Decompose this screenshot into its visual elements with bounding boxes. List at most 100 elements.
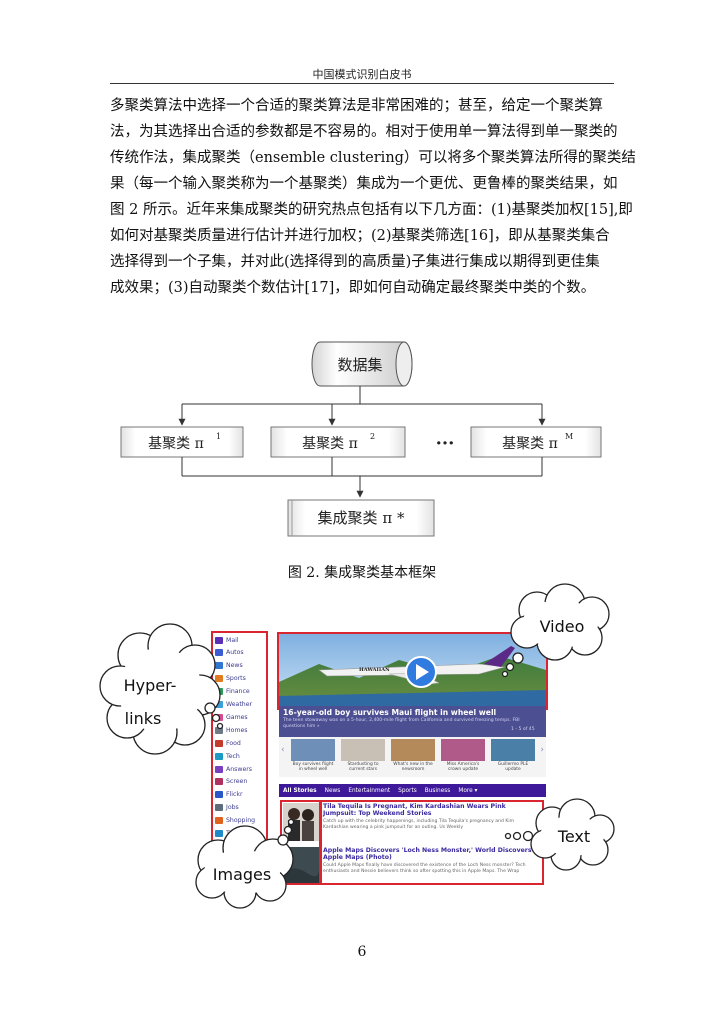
tab-all-stories[interactable]: All Stories [283,787,317,794]
base-cluster-2: 基聚类 π 2 [270,426,406,458]
nav-item-tech[interactable]: Tech [215,750,240,762]
tech-icon [215,752,223,760]
hyperlinks-cloud [99,623,224,755]
images-cloud-label: Images [213,865,271,884]
thumbnail-caption[interactable]: Guillermo PLE update [497,762,529,772]
base-cluster-1: 基聚类 π 1 [120,426,244,458]
dataset-node: 数据集 [311,341,413,387]
base-cluster-superscript: M [565,432,573,441]
base-cluster-label: 基聚类 π [148,435,204,452]
nav-item-weather[interactable]: Weather [215,699,252,711]
nav-item-label: Homes [226,726,248,734]
story-headline[interactable]: Tila Tequila Is Pregnant, Kim Kardashian… [323,803,506,817]
video-cloud [501,583,610,678]
text-cloud [504,798,615,871]
thumbnail-image[interactable] [441,739,485,761]
next-arrow-icon[interactable]: › [540,745,544,755]
thumbnail-image[interactable] [341,739,385,761]
thumbnail-caption[interactable]: Stardusting to current stars [347,762,379,772]
nav-item-autos[interactable]: Autos [215,647,244,659]
annotation-clouds: Video Hyper- links Text Images [99,583,615,909]
paragraph-line: 法，为其选择出合适的参数都是不容易的。相对于使用单一算法得到单一聚类的 [110,124,618,140]
story-summary: Catch up with the celebrity happenings, … [323,819,515,830]
hero-caption-band [279,706,546,738]
hero-video-thumbnail: HAWAIIAN [279,634,546,709]
nav-item-label: Screen [226,778,248,786]
ellipsis: ··· [436,433,455,454]
dataset-label: 数据集 [337,356,382,374]
header-rule [110,83,614,84]
nav-item-jobs[interactable]: Jobs [215,802,239,814]
nav-item-screen[interactable]: Screen [215,776,247,788]
nav-item-shopping[interactable]: Shopping [215,815,255,827]
tab-entertainment[interactable]: Entertainment [348,787,391,794]
tab-business[interactable]: Business [424,787,451,794]
base-cluster-superscript: 2 [370,432,375,441]
nav-item-flickr[interactable]: Flickr [215,789,243,801]
ensemble-clustering-diagram: 数据集 基聚类 π 1 基聚类 π 2 ··· 基聚类 π M 集成聚类 π * [120,341,602,537]
thumbnail-caption[interactable]: What's new in the newsroom [393,762,433,772]
figure-caption: 图 2. 集成聚类基本框架 [287,565,437,581]
paragraph-line: 如何对基聚类质量进行估计并进行加权；(2)基聚类筛选[16]，即从基聚类集合 [110,228,610,244]
nav-item-label: Games [226,713,248,721]
paragraph-line: 图 2 所示。近年来集成聚类的研究热点包括有以下几方面：(1)基聚类加权[15]… [110,202,633,218]
thumbnail-caption[interactable]: Miss America's crown update [446,762,480,772]
images-cloud [195,818,295,909]
answers-icon [215,765,223,773]
nav-item-sports[interactable]: Sports [215,673,246,685]
ensemble-label: 集成聚类 π * [318,509,405,527]
jobs-icon [215,804,223,812]
text-cloud-label: Text [557,827,590,846]
thumbnail-image[interactable] [491,739,535,761]
base-cluster-label: 基聚类 π [302,435,358,452]
thumbnail-image[interactable] [291,739,335,761]
nav-item-answers[interactable]: Answers [215,763,252,775]
base-cluster-m: 基聚类 π M [470,426,602,458]
nav-item-label: Finance [226,688,250,696]
story-tabs: All Stories News Entertainment Sports Bu… [279,784,546,797]
nav-item-label: Sports [226,675,246,683]
tab-news[interactable]: News [324,787,341,794]
hero-title-link[interactable]: 16-year-old boy survives Maui flight in … [283,708,497,717]
mail-icon [215,636,223,644]
paragraph-line: 果（每一个输入聚类称为一个基聚类）集成为一个更优、更鲁棒的聚类结果，如 [110,176,618,192]
travel-icon [215,830,223,837]
food-icon [215,739,223,747]
paragraph-line: 选择得到一个子集，并对此(选择得到的高质量)子集进行集成以期得到更佳集 [110,254,600,270]
tab-more[interactable]: More ▾ [458,787,478,794]
thumbnail-strip: ‹ › Boy survives flight in wheel well St… [279,737,546,777]
nav-item-label: Mail [226,636,239,644]
fanout-connectors [178,386,546,426]
nav-item-news[interactable]: News [215,660,243,672]
video-cloud-label: Video [540,617,585,636]
nav-item-label: Answers [226,765,253,773]
paragraph-line: 传统作法，集成聚类（ensemble clustering）可以将多个聚类算法所… [110,150,636,166]
base-cluster-label: 基聚类 π [502,435,558,452]
nav-item-food[interactable]: Food [215,737,241,749]
nav-item-label: Autos [226,649,244,657]
play-icon[interactable] [416,664,429,680]
flickr-icon [215,791,223,799]
paragraph-line: 多聚类算法中选择一个合适的聚类算法是非常困难的；甚至，给定一个聚类算 [110,98,603,114]
hyperlinks-cloud-label-2: links [125,709,162,728]
homes-icon [215,726,223,734]
tab-sports[interactable]: Sports [398,787,417,794]
ensemble-cluster-node: 集成聚类 π * [287,499,435,537]
thumbnail-image[interactable] [391,739,435,761]
hero-counter: 1 - 5 of 45 [511,727,535,732]
hyperlinks-cloud-label-1: Hyper- [124,676,177,695]
nav-item-label: Jobs [226,804,239,812]
sports-icon [215,675,223,683]
base-cluster-superscript: 1 [216,432,221,441]
story-headline[interactable]: Apple Maps Discovers 'Loch Ness Monster,… [323,847,532,861]
nav-item-label: News [226,662,243,670]
screen-icon [215,778,223,786]
autos-icon [215,649,223,657]
nav-item-homes[interactable]: Homes [215,724,248,736]
thumbnail-caption[interactable]: Boy survives flight in wheel well [292,762,334,772]
plane-brand: HAWAIIAN [359,667,390,673]
nav-item-label: Food [226,739,241,747]
nav-item-mail[interactable]: Mail [215,634,239,646]
nav-item-label: Shopping [226,817,256,825]
prev-arrow-icon[interactable]: ‹ [281,745,285,755]
